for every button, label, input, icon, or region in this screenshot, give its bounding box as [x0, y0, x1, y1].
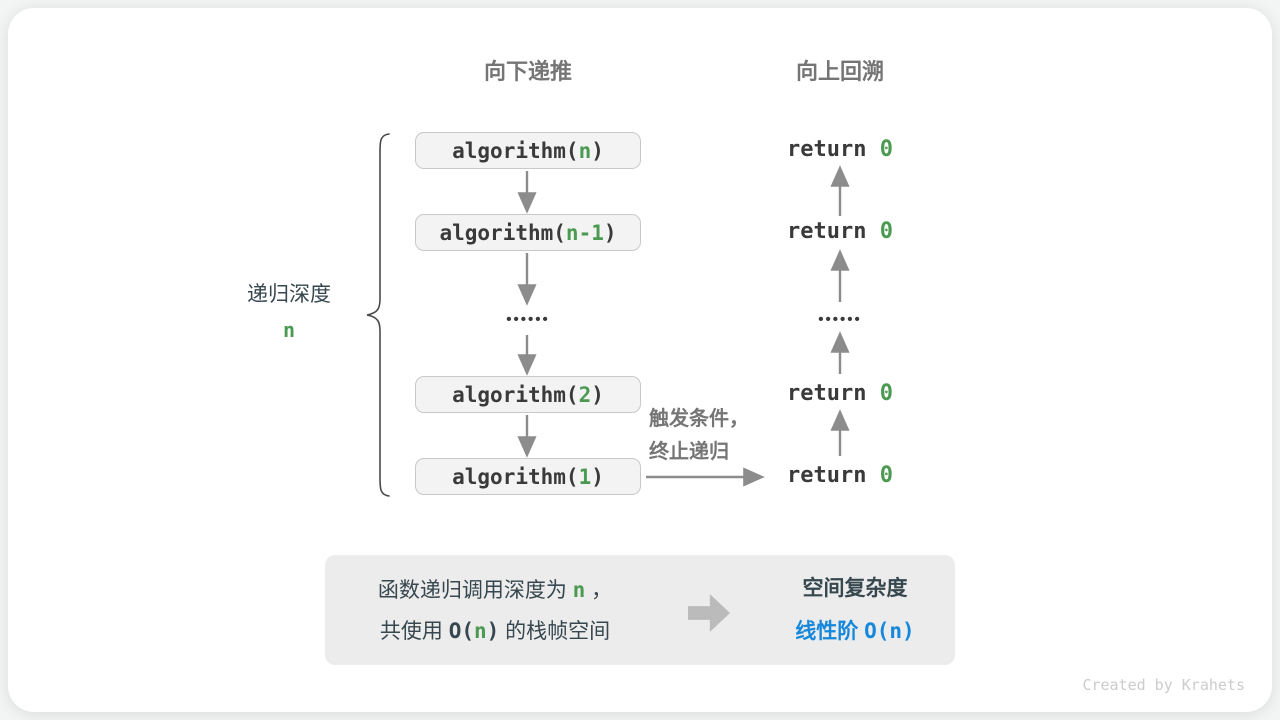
call-box-n-1: algorithm(n-1)	[415, 214, 641, 251]
call-paren: )	[603, 220, 617, 245]
call-arg: 2	[578, 382, 592, 407]
complexity-order-label: 线性阶	[795, 620, 865, 643]
ellipsis-right: ••••••	[818, 311, 862, 328]
summary-line2-code-open: O(	[448, 619, 474, 643]
return-row-4: return 0	[740, 462, 940, 490]
return-row-2: return 0	[740, 218, 940, 246]
return-keyword: return	[787, 137, 880, 162]
call-text: algorithm(	[452, 464, 579, 489]
return-value: 0	[879, 219, 893, 244]
call-arg: 1	[578, 464, 592, 489]
base-case-note: 触发条件， 终止递归	[649, 403, 779, 469]
return-value: 0	[879, 137, 893, 162]
return-row-3: return 0	[740, 380, 940, 408]
credit-watermark: Created by Krahets	[1082, 676, 1245, 694]
base-case-note-line2: 终止递归	[649, 441, 729, 463]
return-value: 0	[879, 381, 893, 406]
summary-line-1: 函数递归调用深度为 n ，	[330, 570, 660, 611]
call-box-n: algorithm(n)	[415, 132, 641, 169]
summary-line2-code-close: )	[486, 619, 500, 643]
call-arg: n-1	[565, 220, 604, 245]
return-value: 0	[879, 463, 893, 488]
summary-line2-tail: 的栈帧空间	[499, 620, 611, 643]
call-text: algorithm(	[439, 220, 566, 245]
return-keyword: return	[787, 219, 880, 244]
call-box-1: algorithm(1)	[415, 458, 641, 495]
summary-panel	[325, 555, 955, 665]
call-paren: )	[591, 138, 604, 163]
call-text: algorithm(	[452, 138, 579, 163]
depth-label: 递归深度	[247, 283, 331, 306]
summary-line1-n: n	[572, 578, 586, 602]
return-keyword: return	[787, 463, 880, 488]
summary-line1-text: 函数递归调用深度为	[377, 579, 573, 602]
call-text: algorithm(	[452, 382, 579, 407]
base-case-note-line1: 触发条件，	[649, 408, 749, 430]
summary-explanation: 函数递归调用深度为 n ， 共使用 O(n) 的栈帧空间	[330, 570, 660, 652]
summary-conclusion: 空间复杂度 线性阶 O(n)	[750, 574, 960, 647]
summary-line-2: 共使用 O(n) 的栈帧空间	[330, 611, 660, 652]
space-complexity-value: 线性阶 O(n)	[750, 616, 960, 647]
ellipsis-left: ••••••	[506, 311, 550, 328]
summary-line2-n: n	[473, 619, 487, 643]
header-recurse-down: 向下递推	[483, 59, 572, 84]
summary-line2-text: 共使用	[379, 620, 449, 643]
call-paren: )	[591, 382, 604, 407]
return-keyword: return	[787, 381, 880, 406]
complexity-big-o: O(n)	[864, 619, 915, 643]
call-box-2: algorithm(2)	[415, 376, 641, 413]
space-complexity-title: 空间复杂度	[802, 577, 908, 600]
depth-value: n	[282, 318, 296, 342]
header-backtrack-up: 向上回溯	[795, 59, 884, 84]
call-paren: )	[591, 464, 604, 489]
call-arg: n	[578, 138, 592, 163]
return-row-1: return 0	[740, 136, 940, 164]
summary-line1-comma: ，	[585, 579, 613, 602]
